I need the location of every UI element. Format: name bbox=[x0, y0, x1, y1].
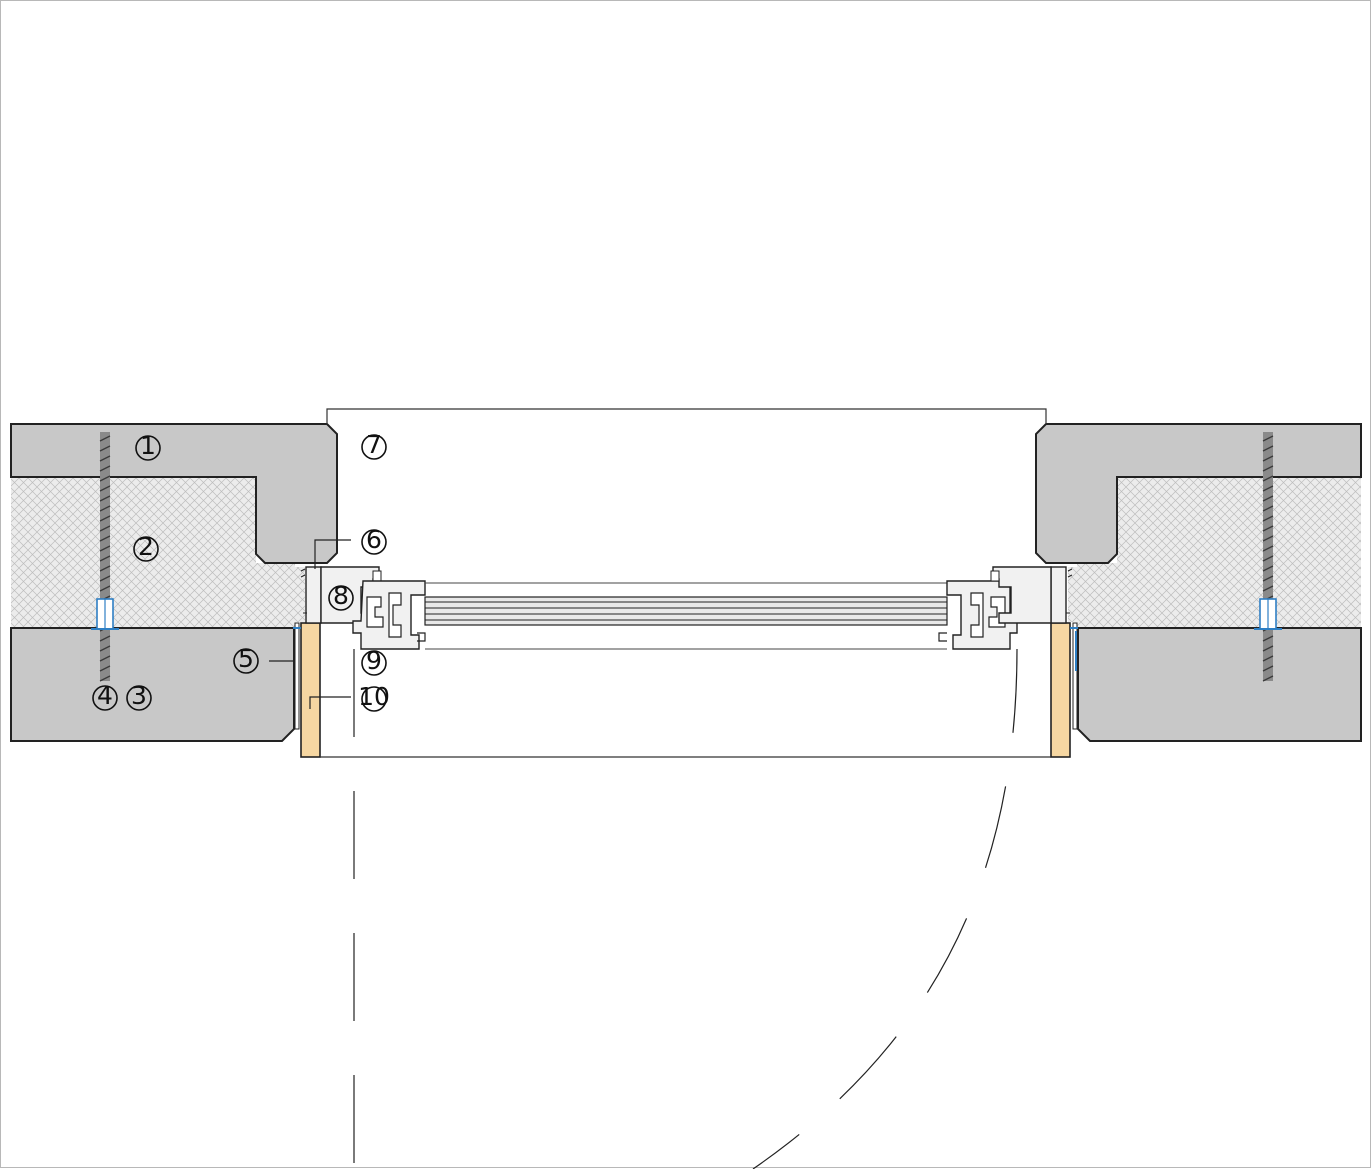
right-anchor-rod bbox=[1262, 432, 1274, 682]
outer-reveal-line bbox=[326, 408, 1047, 424]
right-lining-membrane bbox=[1072, 622, 1078, 730]
left-outer-concrete-leaf bbox=[10, 423, 338, 564]
callout-ring bbox=[135, 435, 161, 461]
callout-ring bbox=[133, 536, 159, 562]
right-wood-lining bbox=[1050, 622, 1071, 758]
left-anchor-rod bbox=[99, 432, 111, 682]
callout-3: 3 bbox=[126, 681, 152, 711]
callout-4: 4 bbox=[92, 681, 118, 711]
right-insulation-layer bbox=[1077, 477, 1361, 628]
callout-ring bbox=[233, 648, 259, 674]
callout-7: 7 bbox=[361, 430, 387, 460]
right-outer-concrete-leaf bbox=[1035, 423, 1362, 564]
callout-ring bbox=[361, 434, 387, 460]
callout-number: 5 bbox=[238, 644, 254, 673]
right-window-frame bbox=[990, 566, 1078, 671]
left-wood-lining bbox=[300, 622, 321, 758]
left-window-sash bbox=[352, 580, 426, 650]
callout-number: 10 bbox=[358, 682, 390, 711]
window-unit bbox=[295, 566, 1078, 671]
right-wall bbox=[1035, 423, 1362, 758]
callout-9: 9 bbox=[361, 646, 387, 676]
left-inner-concrete-leaf bbox=[10, 627, 295, 742]
leader-6 bbox=[314, 539, 351, 569]
callout-ring bbox=[126, 685, 152, 711]
callout-5: 5 bbox=[233, 644, 259, 674]
callout-8: 8 bbox=[328, 581, 354, 611]
callout-number: 2 bbox=[138, 532, 154, 561]
callout-ring bbox=[92, 685, 118, 711]
right-anchor-sleeve bbox=[1254, 598, 1282, 630]
leader-10 bbox=[309, 696, 351, 709]
callout-number: 4 bbox=[97, 681, 113, 710]
callout-number: 9 bbox=[366, 646, 382, 675]
sash-swing-indicators bbox=[353, 648, 1018, 1169]
callout-1: 1 bbox=[135, 431, 161, 461]
callout-number: 6 bbox=[366, 525, 382, 554]
sash-swing-arc-dashed bbox=[752, 648, 1018, 1169]
glazing-unit bbox=[424, 582, 948, 650]
left-anchor-sleeve bbox=[91, 598, 119, 630]
callout-2: 2 bbox=[133, 532, 159, 562]
callout-ring bbox=[361, 686, 387, 712]
callout-number: 3 bbox=[131, 681, 147, 710]
callout-number: 7 bbox=[366, 430, 382, 459]
right-inner-concrete-leaf bbox=[1077, 627, 1362, 742]
callout-ring bbox=[361, 650, 387, 676]
leader-lines bbox=[269, 539, 351, 709]
callout-ring bbox=[361, 529, 387, 555]
left-wall bbox=[10, 423, 338, 758]
callout-number: 1 bbox=[140, 431, 156, 460]
callout-number: 8 bbox=[333, 581, 349, 610]
left-insulation-layer bbox=[11, 477, 295, 628]
left-lining-membrane bbox=[294, 622, 300, 730]
callout-10: 10 bbox=[358, 682, 390, 712]
callout-ring bbox=[328, 585, 354, 611]
callout-6: 6 bbox=[361, 525, 387, 555]
opening-outlines bbox=[320, 408, 1051, 758]
callouts: 1 2 34 5 6 7 8 9 10 bbox=[92, 430, 390, 712]
